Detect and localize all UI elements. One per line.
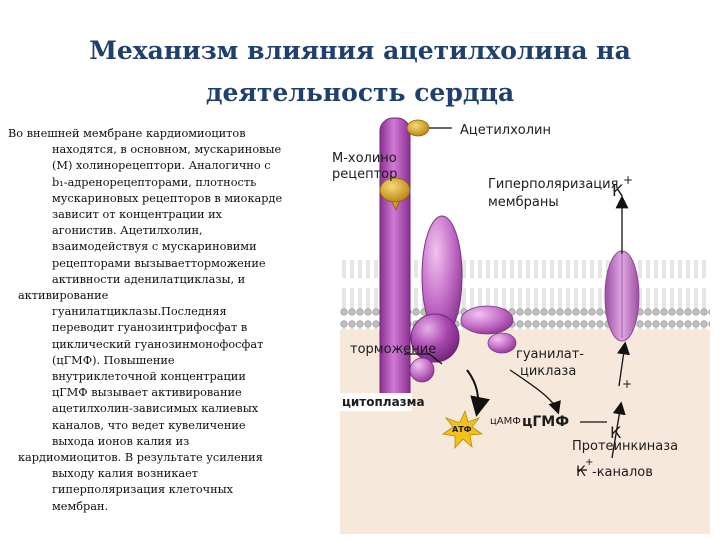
- text-line: мускариновых рецепторов в миокарде: [52, 191, 283, 205]
- acetylcholine-mechanism-diagram: Ацетилхолин М-холино рецептор Гиперполяр…: [332, 108, 714, 534]
- text-line: зависит от концентрации их: [52, 208, 223, 222]
- diagram-svg: Ацетилхолин М-холино рецептор Гиперполяр…: [332, 108, 714, 534]
- label-guanylate-line1: гуанилат-: [516, 347, 584, 362]
- label-k-top: К: [612, 181, 624, 200]
- text-line: кардиомиоцитов. В результате усиления: [18, 451, 263, 465]
- label-hyperpolarization-line2: мембраны: [488, 195, 559, 210]
- label-cytoplasm: цитоплазма: [342, 395, 425, 409]
- guanylate-cyclase: [460, 305, 514, 335]
- acetylcholine-molecule-bound: [379, 177, 411, 203]
- arrow-k-to-channel: [617, 341, 630, 387]
- text-line: циклический гуанозинмонофосфат: [52, 337, 264, 351]
- text-line: находятся, в основном, мускариновые: [52, 143, 282, 157]
- text-line: мембран.: [52, 499, 109, 513]
- label-protein-kinase: Протеинкиназа: [572, 439, 678, 454]
- label-k-channels-k: К: [576, 464, 586, 480]
- g-protein-large-subunit: [410, 313, 460, 363]
- inhibition-line: [427, 352, 443, 365]
- label-k-channels-rest: -каналов: [592, 465, 653, 480]
- acetylcholine-legend-icon: [406, 119, 430, 137]
- text-line: Во внешней мембране кардиомиоцитов: [8, 127, 246, 140]
- text-line: гуанилатциклазы.Последняя: [52, 305, 227, 319]
- description-text: Во внешней мембране кардиомиоцитов находя…: [8, 126, 334, 515]
- text-line: переводит гуанозинтрифосфат в: [52, 321, 248, 335]
- arrow-gc-to-cgmp: [509, 369, 561, 415]
- atf-star: [441, 409, 484, 450]
- label-cgmp: цГМФ: [522, 414, 569, 430]
- text-line: взаимодействуя с мускариновими: [52, 240, 257, 254]
- label-acetylcholine: Ацетилхолин: [460, 123, 551, 138]
- text-line: (цГМФ). Повышение: [52, 353, 175, 367]
- text-line: активирование: [18, 289, 109, 303]
- text-line: гиперполяризация клеточных: [52, 483, 234, 497]
- text-line: внутриклеточной концентрации: [52, 370, 246, 384]
- label-receptor-line1: М-холино: [332, 151, 397, 166]
- text-line: цГМФ вызывает активирование: [52, 386, 242, 400]
- label-k-mid: К: [610, 423, 622, 442]
- label-camp: цАМФ: [490, 416, 521, 427]
- title-line-2: деятельность сердца: [205, 78, 515, 107]
- text-line: агонистив. Ацетилхолин,: [52, 224, 203, 238]
- label-k-mid-plus: +: [622, 377, 632, 391]
- label-cytoplasm-bg: [338, 393, 412, 411]
- text-line: выходу калия возникает: [52, 467, 199, 481]
- text-line: b₁-адренорецепторами, плотность: [52, 175, 257, 189]
- label-k-channels-plus: +: [585, 457, 593, 468]
- text-line: активности аденилатциклазы, и: [52, 272, 246, 286]
- label-inhibition: торможение: [350, 342, 436, 357]
- guanylate-cyclase-tail: [487, 332, 517, 354]
- arrow-pk-up: [611, 401, 626, 459]
- text-line: выхода ионов калия из: [52, 434, 190, 448]
- title-line-1: Механизм влияния ацетилхолина на: [89, 36, 631, 65]
- label-atf: АТФ: [452, 425, 472, 434]
- label-receptor-line2: рецептор: [332, 167, 397, 182]
- label-hyperpolarization-line1: Гиперполяризация: [488, 177, 618, 192]
- arrow-inhibition: [466, 369, 490, 417]
- g-protein-small-subunit: [409, 357, 435, 383]
- text-line: рецепторами вызываетторможение: [52, 256, 266, 270]
- label-k-top-plus: +: [623, 173, 633, 187]
- text-line: (М) холинорецептори. Аналогично с: [52, 159, 271, 173]
- text-line: каналов, что ведет кувеличение: [52, 418, 246, 432]
- text-line: ацетилхолин-зависимых калиевых: [52, 402, 259, 416]
- label-guanylate-line2: циклаза: [520, 364, 576, 379]
- page-title: Механизм влияния ацетилхолина на деятель…: [40, 30, 680, 114]
